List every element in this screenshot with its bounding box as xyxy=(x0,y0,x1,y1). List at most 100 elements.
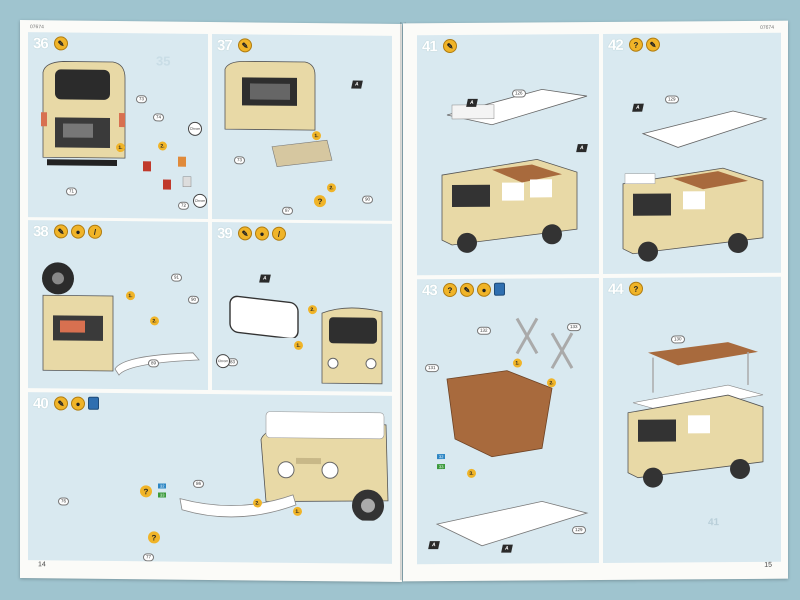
part-label: 133 xyxy=(567,323,581,332)
van-front-illustration xyxy=(260,411,389,521)
part-letter-badge: A xyxy=(576,144,588,153)
pop-top-roof-part xyxy=(641,110,768,148)
page-code: 07674 xyxy=(30,24,44,31)
part-label: 90 xyxy=(362,195,374,204)
step-41-panel: 41 ✎ 126 A A xyxy=(417,33,599,276)
front-bumper-part xyxy=(179,494,297,518)
step-40-panel: 40 ✎ ● 76 86 77 1. 2. ? xyxy=(28,392,392,564)
chrome-marker: Chrom xyxy=(216,354,230,369)
callout-2: 2. xyxy=(308,305,317,315)
part-label: 72 xyxy=(178,201,190,210)
part-label: 89 xyxy=(148,359,160,368)
step-39-panel: 39 ✎ ● / 83 Chrom 1. 2. 32 33 A xyxy=(212,222,392,392)
step-43-panel: 43 ? ✎ ● 132 133 131 129 1. 2. 3. 32 xyxy=(417,277,599,565)
van-front-illustration xyxy=(321,307,383,385)
van-rear-illustration xyxy=(42,262,114,372)
glue-icon: ✎ xyxy=(238,38,252,53)
step-number: 43 xyxy=(422,282,437,300)
step-number: 41 xyxy=(422,38,437,56)
right-page: 07674 41 ✎ 126 A A xyxy=(403,20,788,582)
glue-icon: ✎ xyxy=(54,224,68,239)
part-letter-badge: A xyxy=(428,541,440,550)
step-icons: ✎ ● / xyxy=(54,224,102,239)
glue-icon: ✎ xyxy=(646,37,660,52)
callout-1: 1. xyxy=(126,291,135,301)
scissor-hinges xyxy=(515,317,574,370)
step-number: 42 xyxy=(608,36,623,54)
question-icon: ? xyxy=(629,281,643,296)
windscreen-part xyxy=(229,295,299,338)
previous-step-ghost: 35 xyxy=(156,53,171,69)
light-parts xyxy=(143,156,192,190)
page-number: 15 xyxy=(764,561,772,569)
chrome-marker: Chrom xyxy=(188,121,202,136)
question-icon: ? xyxy=(140,485,152,498)
step-number: 40 xyxy=(33,395,48,413)
roof-rack-part xyxy=(446,88,588,126)
step-icons: ✎ xyxy=(54,36,68,51)
previous-step-ghost: 41 xyxy=(708,517,720,529)
van-with-raised-roof-illustration xyxy=(627,342,764,488)
instruction-spread: 07674 36 ✎ 35 73 74 71 72 1. 2. Chro xyxy=(20,19,788,583)
part-label: 129 xyxy=(572,526,586,535)
van-rear-illustration xyxy=(41,61,126,167)
callout-1: 1. xyxy=(293,506,302,516)
step-icons: ✎ ● xyxy=(54,396,99,411)
part-letter-badge: A xyxy=(259,274,271,283)
step-number: 38 xyxy=(33,223,48,241)
license-plate-part xyxy=(271,139,333,168)
step-icons: ✎ xyxy=(238,38,252,53)
question-icon: ? xyxy=(629,37,643,52)
part-label: 73 xyxy=(234,156,246,165)
callout-1: 1. xyxy=(294,340,303,350)
callout-2: 2. xyxy=(327,183,336,193)
step-number: 36 xyxy=(33,35,48,53)
van-rear-illustration xyxy=(224,60,316,131)
step-icons: ? xyxy=(629,281,643,296)
question-icon: ? xyxy=(443,282,457,298)
callout-2: 2. xyxy=(253,498,262,508)
callout-3: 3. xyxy=(467,468,476,478)
part-label: 91 xyxy=(171,273,183,282)
part-letter-badge: A xyxy=(632,103,644,112)
page-code: 07674 xyxy=(760,24,774,31)
paint-pot-icon: ● xyxy=(477,282,491,297)
part-label: 131 xyxy=(425,364,439,373)
part-label: 71 xyxy=(66,187,78,196)
glue-icon: ✎ xyxy=(443,38,457,54)
glue-icon: ✎ xyxy=(238,226,252,241)
step-icons: ? ✎ xyxy=(629,37,660,52)
part-label: 87 xyxy=(282,206,294,215)
question-icon: ? xyxy=(314,195,326,208)
part-letter-badge: A xyxy=(351,80,363,89)
part-letter-badge: A xyxy=(466,98,478,107)
paint-bottle-icon xyxy=(494,282,505,296)
callout-1: 1. xyxy=(116,143,125,153)
bumper-part xyxy=(114,352,200,376)
colour-code: 32 xyxy=(437,454,446,460)
callout-2: 2. xyxy=(150,316,159,326)
callout-1: 1. xyxy=(312,131,321,141)
glue-icon: ✎ xyxy=(460,282,474,297)
step-icons: ? ✎ ● xyxy=(443,282,505,298)
van-illustration xyxy=(622,167,764,262)
step-number: 44 xyxy=(608,280,623,298)
paint-pot-icon: ● xyxy=(255,226,269,241)
part-label: 129 xyxy=(665,95,679,104)
part-label: 130 xyxy=(671,335,685,344)
step-number: 37 xyxy=(217,37,232,55)
step-44-panel: 44 ? 130 41 xyxy=(603,276,781,563)
colour-code: 32 xyxy=(158,483,167,489)
glue-icon: ✎ xyxy=(54,36,68,51)
callout-2: 2. xyxy=(547,378,556,388)
part-label: 73 xyxy=(136,95,148,104)
paint-pot-icon: ● xyxy=(71,224,85,239)
glue-icon: ✎ xyxy=(54,396,68,411)
van-illustration xyxy=(441,158,578,253)
part-label: 77 xyxy=(143,553,155,562)
brush-icon: / xyxy=(88,224,102,239)
left-page: 07674 36 ✎ 35 73 74 71 72 1. 2. Chro xyxy=(20,19,402,583)
step-37-panel: 37 ✎ 73 87 90 1. 2. ? A xyxy=(212,34,392,221)
step-36-panel: 36 ✎ 35 73 74 71 72 1. 2. Chrom Chrom xyxy=(28,32,208,219)
page-number: 14 xyxy=(38,561,46,569)
